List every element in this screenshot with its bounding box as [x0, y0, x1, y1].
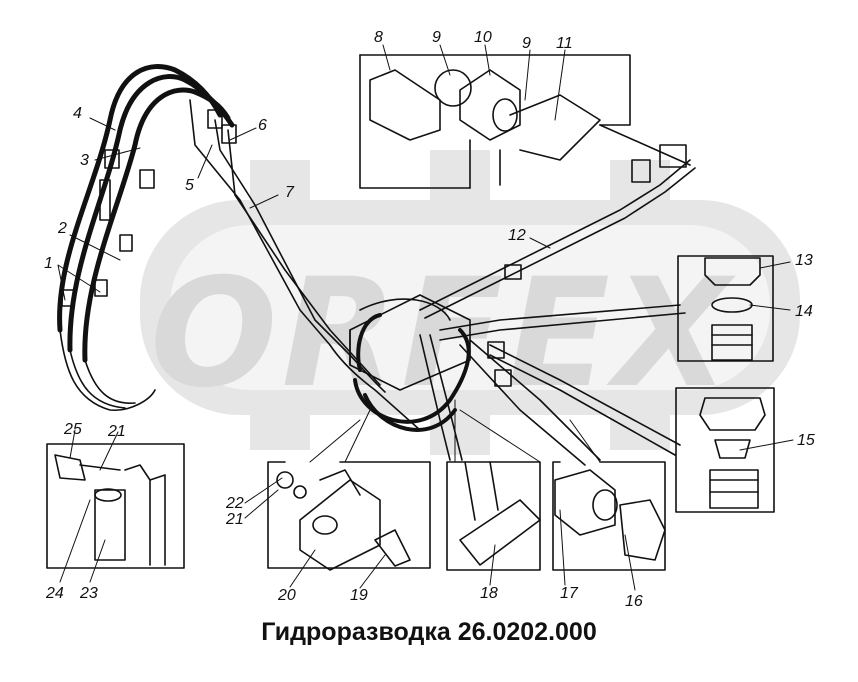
callout-5: 5 [185, 177, 194, 194]
callout-16: 16 [625, 593, 643, 610]
callout-6: 6 [258, 117, 267, 134]
callout-3: 3 [80, 152, 89, 169]
callout-14: 14 [795, 303, 813, 320]
callout-labels: 1 2 3 4 5 6 7 8 9 10 9 11 12 13 14 15 16… [44, 29, 815, 610]
callout-17: 17 [560, 585, 579, 602]
callout-20: 20 [277, 587, 296, 604]
callout-8: 8 [374, 29, 383, 46]
callout-25: 25 [63, 421, 82, 438]
callout-2: 2 [57, 220, 67, 237]
leader-lines [57, 44, 794, 591]
callout-18: 18 [480, 585, 498, 602]
watermark-inner [170, 225, 770, 390]
callout-19: 19 [350, 587, 368, 604]
tank-hoses [353, 313, 471, 432]
inset-fittings-16-17 [552, 461, 666, 571]
inset-clamp-21-25 [46, 443, 185, 569]
callout-4: 4 [73, 105, 82, 122]
callout-1: 1 [44, 255, 53, 272]
callout-7: 7 [285, 184, 295, 201]
inset-pipe-18 [446, 461, 541, 571]
callout-12: 12 [508, 227, 526, 244]
callout-22: 22 [225, 495, 244, 512]
inset-tee-19-22 [267, 461, 431, 571]
callout-11: 11 [556, 35, 573, 52]
inset-fittings-8-11 [359, 54, 691, 189]
callout-10: 10 [474, 29, 492, 46]
right-tubes [419, 144, 696, 466]
watermark-text: ORFEX [150, 247, 736, 421]
callout-23: 23 [79, 585, 98, 602]
callout-9b: 9 [522, 35, 531, 52]
callout-21a: 21 [225, 511, 244, 528]
callout-13: 13 [795, 252, 813, 269]
callout-15: 15 [797, 432, 815, 449]
callout-24: 24 [45, 585, 64, 602]
inset-fittings-15 [675, 387, 775, 513]
diagram-caption: Гидроразводка 26.0202.000 [261, 618, 597, 646]
inset-leaders [309, 399, 601, 463]
callout-21b: 21 [107, 423, 126, 440]
left-hose-bundle [57, 64, 235, 411]
callout-9a: 9 [432, 29, 441, 46]
central-tubes [189, 99, 421, 431]
